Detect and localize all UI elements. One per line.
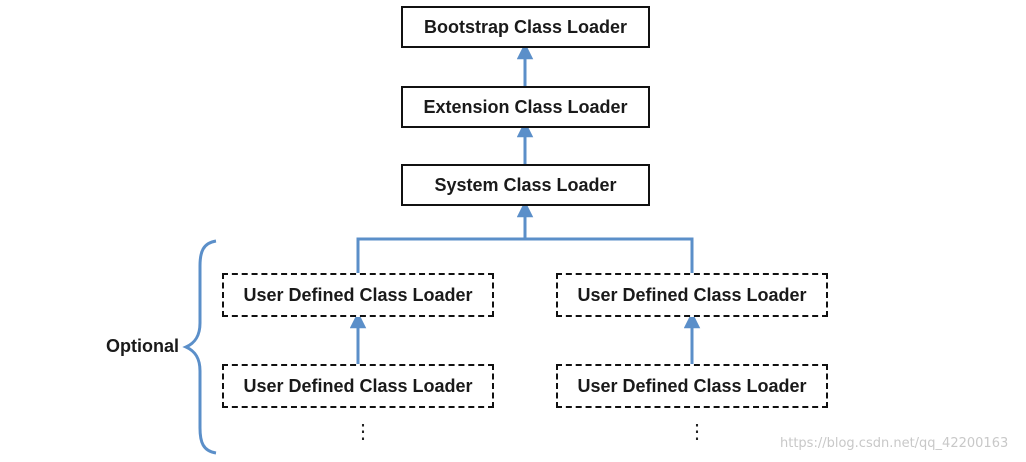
system-class-loader-node: System Class Loader — [401, 164, 650, 206]
user-defined-class-loader-node-left-bottom: User Defined Class Loader — [222, 364, 494, 408]
connector-user-branches — [356, 237, 694, 273]
watermark-text: https://blog.csdn.net/qq_42200163 — [780, 436, 1009, 451]
continuation-dots-left: ⋮ — [353, 421, 373, 443]
optional-label: Optional — [106, 336, 179, 356]
continuation-dots-right: ⋮ — [687, 421, 707, 443]
user-defined-class-loader-node-right-bottom: User Defined Class Loader — [556, 364, 828, 408]
user-defined-class-loader-node-left-top: User Defined Class Loader — [222, 273, 494, 317]
optional-brace — [182, 239, 217, 455]
extension-class-loader-node: Extension Class Loader — [401, 86, 650, 128]
user-defined-class-loader-node-right-top: User Defined Class Loader — [556, 273, 828, 317]
bootstrap-class-loader-node: Bootstrap Class Loader — [401, 6, 650, 48]
